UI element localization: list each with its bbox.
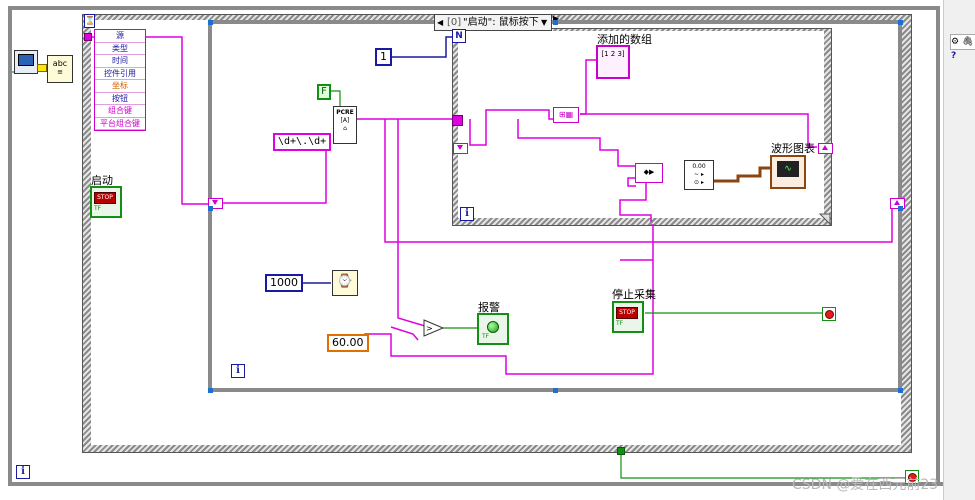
for-loop-shift-register-right [818,143,833,154]
event-struct-anchor-br [898,388,903,393]
for-loop-iteration-terminal[interactable]: i [460,207,474,221]
inner-loop-stop-condition[interactable] [822,307,836,321]
event-data-source[interactable]: 源 [95,30,145,43]
csdn-watermark: CSDN @爱在西元前23 [792,477,939,493]
alarm-label: 报警 [478,301,500,314]
settings-icon[interactable]: ⚙ [951,37,960,47]
event-data-coords[interactable]: 坐标 [95,80,145,93]
event-struct-anchor-ml [208,206,213,211]
start-label: 启动 [91,174,113,187]
event-data-time[interactable]: 时间 [95,55,145,68]
event-loop-iteration-terminal[interactable]: i [231,364,245,378]
case-dropdown-arrow[interactable]: ▼ [541,18,548,27]
alarm-tf: TF [482,333,490,340]
for-loop-shift-register-left [453,143,468,154]
waveform-chart-label: 波形图表 [771,142,815,155]
build-array-node[interactable]: ⊞▦ [553,107,579,123]
event-case-selector[interactable]: ◀ [0] "启动": 鼠标按下 ▼ [434,14,552,31]
vi-reference-icon[interactable] [14,50,38,74]
loop-count-n-terminal[interactable]: N [452,29,466,43]
right-tool-panel: ⚙ 🖇 ? [943,0,975,500]
shift-register-right [890,198,905,209]
start-button-terminal[interactable]: STOP TF [90,186,122,218]
event-struct-anchor-tr [898,20,903,25]
match-pattern-label: PCRE [336,109,354,116]
event-data-modifiers[interactable]: 组合键 [95,105,145,118]
event-struct-anchor-bl [208,388,213,393]
wait-clock-icon: ⌚ [336,274,354,289]
context-help-toolbar: ⚙ 🖇 ? [950,34,975,61]
event-struct-anchor-bc [553,388,558,393]
wait-ms-constant[interactable]: 1000 [265,274,303,292]
svg-text:>: > [426,324,433,333]
outermost-frame-right [936,6,940,486]
event-case-index: [0] [447,17,462,28]
added-array-indicator[interactable]: [1 2 3] [596,45,630,79]
index-array-node[interactable]: ◆▶ [635,163,663,183]
outer-loop-stop-condition[interactable] [905,470,919,484]
stop-acquisition-tf: TF [616,320,624,327]
for-loop-input-tunnel [452,115,463,126]
build-waveform-node[interactable]: 0.00 ~ ▸ ⊙ ▸ [684,160,714,190]
stop-acquisition-label: 停止采集 [612,288,656,301]
regex-string-constant[interactable]: \d+\.\d+ [273,133,332,151]
outermost-frame-left [8,6,12,486]
shift-register-left [208,198,223,209]
next-case-arrow[interactable]: ▶ [553,14,560,23]
start-button-tf: TF [94,205,102,212]
vi-ref-connector [37,64,47,72]
index-constant[interactable]: 1 [375,48,392,66]
event-data-cluster[interactable]: 源 类型 时间 控件引用 坐标 按钮 组合键 平台组合键 [94,29,146,131]
outer-loop-bool-tunnel [617,447,625,455]
start-button-face: STOP [94,192,116,204]
event-case-label: "启动": 鼠标按下 [463,17,539,28]
inner-for-loop-area [458,31,824,218]
prev-case-arrow[interactable]: ◀ [437,18,444,27]
event-struct-anchor-tl [208,20,213,25]
stop-acquisition-button[interactable]: STOP TF [612,301,644,333]
added-array-label: 添加的数组 [597,33,652,46]
event-struct-anchor-mr [898,206,903,211]
property-node-icon[interactable]: abc ≡ [47,55,73,83]
stop-acquisition-face: STOP [616,307,638,319]
waveform-chart-indicator[interactable]: ∿ [770,155,806,189]
false-constant[interactable]: F [317,84,331,100]
event-data-button[interactable]: 按钮 [95,93,145,105]
event-data-ctlref[interactable]: 控件引用 [95,68,145,80]
cluster-output-tunnel [84,33,92,41]
outer-loop-iteration-terminal[interactable]: i [16,465,30,479]
event-data-platform-modifiers[interactable]: 平台组合键 [95,118,145,130]
outermost-frame-bottom [8,482,943,486]
help-icon[interactable]: ? [951,51,957,61]
alarm-led-indicator[interactable]: TF [477,313,509,345]
match-pattern-node[interactable]: PCRE [A] ⌂ [333,106,357,144]
waveform-chart-icon: ∿ [777,161,799,177]
link-icon[interactable]: 🖇 [961,37,974,47]
outermost-frame-top [8,6,938,10]
wait-ms-node[interactable]: ⌚ [332,270,358,296]
event-struct-anchor-tc [553,20,558,25]
alarm-led-dot [487,321,499,333]
added-array-contents: [1 2 3] [601,50,625,58]
threshold-constant[interactable]: 60.00 [327,334,369,352]
event-data-node-icon: ⌛ [84,14,95,28]
event-data-type[interactable]: 类型 [95,43,145,55]
